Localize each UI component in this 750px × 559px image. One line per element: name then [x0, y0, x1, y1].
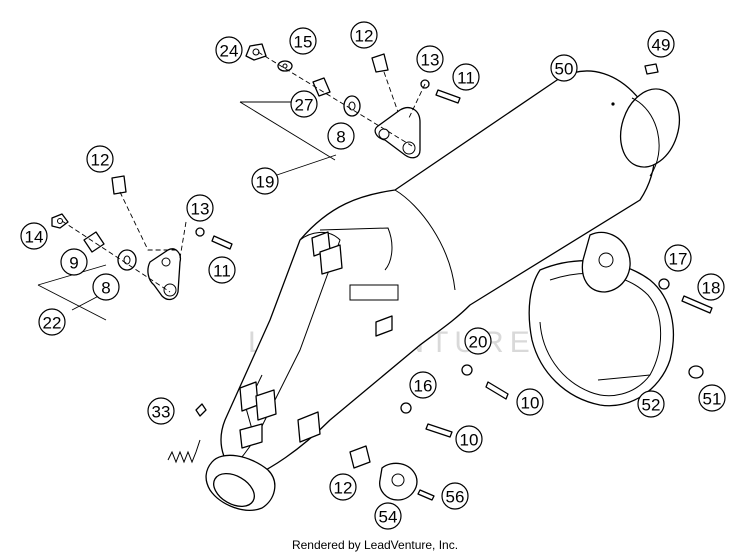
callout-label: 10 — [521, 394, 540, 413]
callout-label: 15 — [294, 33, 313, 52]
callout-16[interactable]: 16 — [409, 371, 437, 399]
callout-18[interactable]: 18 — [697, 273, 725, 301]
callout-label: 11 — [457, 69, 475, 88]
muffler-outlet — [205, 454, 276, 511]
callout-label: 22 — [43, 314, 62, 333]
callout-8[interactable]: 8 — [92, 273, 120, 301]
callout-label: 19 — [256, 173, 275, 192]
callout-9[interactable]: 9 — [60, 248, 88, 276]
callout-49[interactable]: 49 — [647, 30, 675, 58]
callout-label: 11 — [213, 262, 231, 281]
callout-54[interactable]: 54 — [374, 502, 402, 530]
callout-51[interactable]: 51 — [698, 384, 726, 412]
heat-guard-ring — [528, 231, 675, 407]
callout-label: 27 — [295, 96, 314, 115]
callout-label: 33 — [152, 403, 171, 422]
callout-13[interactable]: 13 — [186, 194, 214, 222]
callout-label: 12 — [355, 27, 374, 46]
callout-label: 20 — [469, 333, 488, 352]
callout-15[interactable]: 15 — [289, 27, 317, 55]
callout-label: 12 — [334, 479, 353, 498]
callout-10[interactable]: 10 — [516, 388, 544, 416]
callout-label: 12 — [91, 151, 110, 170]
callout-label: 54 — [379, 508, 398, 527]
callout-label: 18 — [702, 279, 721, 298]
callout-33[interactable]: 33 — [147, 397, 175, 425]
callout-label: 56 — [446, 488, 465, 507]
callout-14[interactable]: 14 — [20, 222, 48, 250]
callout-12[interactable]: 12 — [86, 145, 114, 173]
callout-label: 51 — [703, 390, 722, 409]
callout-13[interactable]: 13 — [416, 45, 444, 73]
callout-11[interactable]: 11 — [452, 63, 480, 91]
callout-52[interactable]: 52 — [637, 390, 665, 418]
callout-19[interactable]: 19 — [251, 167, 279, 195]
render-credit: Rendered by LeadVenture, Inc. — [291, 538, 459, 552]
upper-bracket-assembly — [245, 43, 659, 159]
callout-label: 13 — [191, 200, 210, 219]
callout-20[interactable]: 20 — [464, 327, 492, 355]
callout-27[interactable]: 27 — [290, 90, 318, 118]
callout-label: 52 — [642, 396, 661, 415]
callout-24[interactable]: 24 — [215, 36, 243, 64]
callout-label: 8 — [336, 128, 345, 147]
callout-50[interactable]: 50 — [550, 54, 578, 82]
callout-22[interactable]: 22 — [38, 308, 66, 336]
callout-11[interactable]: 11 — [208, 256, 236, 284]
callout-17[interactable]: 17 — [664, 244, 692, 272]
callout-12[interactable]: 12 — [350, 21, 378, 49]
small-hardware — [167, 278, 713, 501]
callout-12[interactable]: 12 — [329, 473, 357, 501]
callout-label: 16 — [414, 377, 433, 396]
callout-8[interactable]: 8 — [327, 122, 355, 150]
callout-label: 9 — [69, 254, 78, 273]
callout-label: 17 — [669, 250, 688, 269]
callout-56[interactable]: 56 — [441, 482, 469, 510]
left-bracket-assembly — [51, 175, 233, 301]
callout-label: 14 — [25, 228, 44, 247]
callout-label: 8 — [101, 279, 110, 298]
callout-label: 24 — [220, 42, 239, 61]
callout-label: 13 — [421, 51, 440, 70]
callout-10[interactable]: 10 — [455, 425, 483, 453]
callout-label: 50 — [555, 60, 574, 79]
callout-label: 10 — [460, 431, 479, 450]
callout-label: 49 — [652, 36, 671, 55]
